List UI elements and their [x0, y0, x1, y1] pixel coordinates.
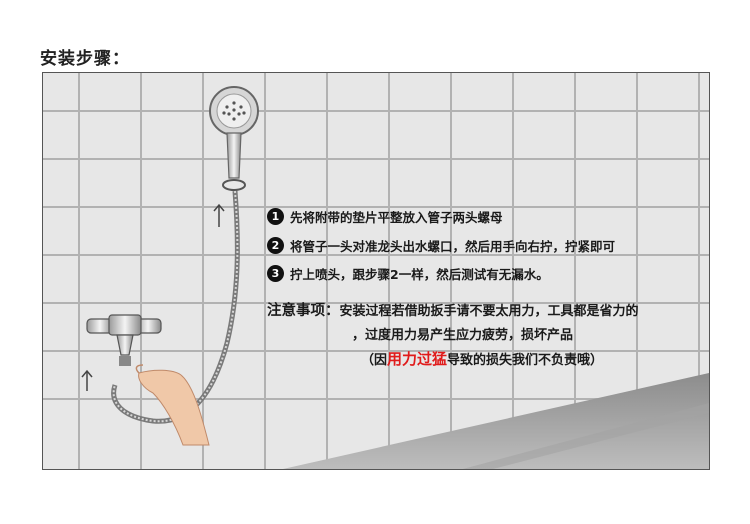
warning-text: 用力过猛	[387, 350, 448, 368]
notice-line-3: （因用力过猛导致的损失我们不负责哦）	[361, 348, 603, 369]
up-arrow-icon	[81, 203, 225, 391]
notice-rest: 导致的损失我们不负责哦）	[447, 353, 604, 368]
notice-line-2: ，过度用力易产生应力疲劳，损坏产品	[352, 328, 574, 343]
step-number: 3	[267, 265, 284, 282]
notice-line-1: 注意事项：安装过程若借助扳手请不要太用力，工具都是省力的	[267, 299, 639, 320]
step-text: 拧上喷头，跟步骤2一样，然后测试有无漏水。	[290, 267, 549, 282]
hand-icon	[135, 364, 210, 446]
notice-text: 安装过程若借助扳手请不要太用力，工具都是省力的	[339, 304, 639, 319]
step-1: 1 先将附带的垫片平整放入管子两头螺母	[267, 207, 503, 226]
step-number: 1	[267, 208, 284, 225]
faucet-icon	[86, 314, 162, 366]
step-3: 3 拧上喷头，跟步骤2一样，然后测试有无漏水。	[267, 264, 549, 283]
shower-head-icon	[209, 86, 259, 191]
step-2: 2 将管子一头对准龙头出水螺口，然后用手向右拧，拧紧即可	[267, 236, 615, 255]
step-text: 将管子一头对准龙头出水螺口，然后用手向右拧，拧紧即可	[290, 239, 616, 254]
notice-label: 注意事项：	[267, 303, 340, 319]
step-number: 2	[267, 237, 284, 254]
installation-illustration: 1 先将附带的垫片平整放入管子两头螺母 2 将管子一头对准龙头出水螺口，然后用手…	[42, 72, 710, 470]
page-title: 安装步骤：	[40, 49, 130, 69]
step-text: 先将附带的垫片平整放入管子两头螺母	[290, 210, 503, 225]
tile-wall-icon	[43, 73, 709, 469]
notice-paren-open: （因	[361, 353, 388, 368]
